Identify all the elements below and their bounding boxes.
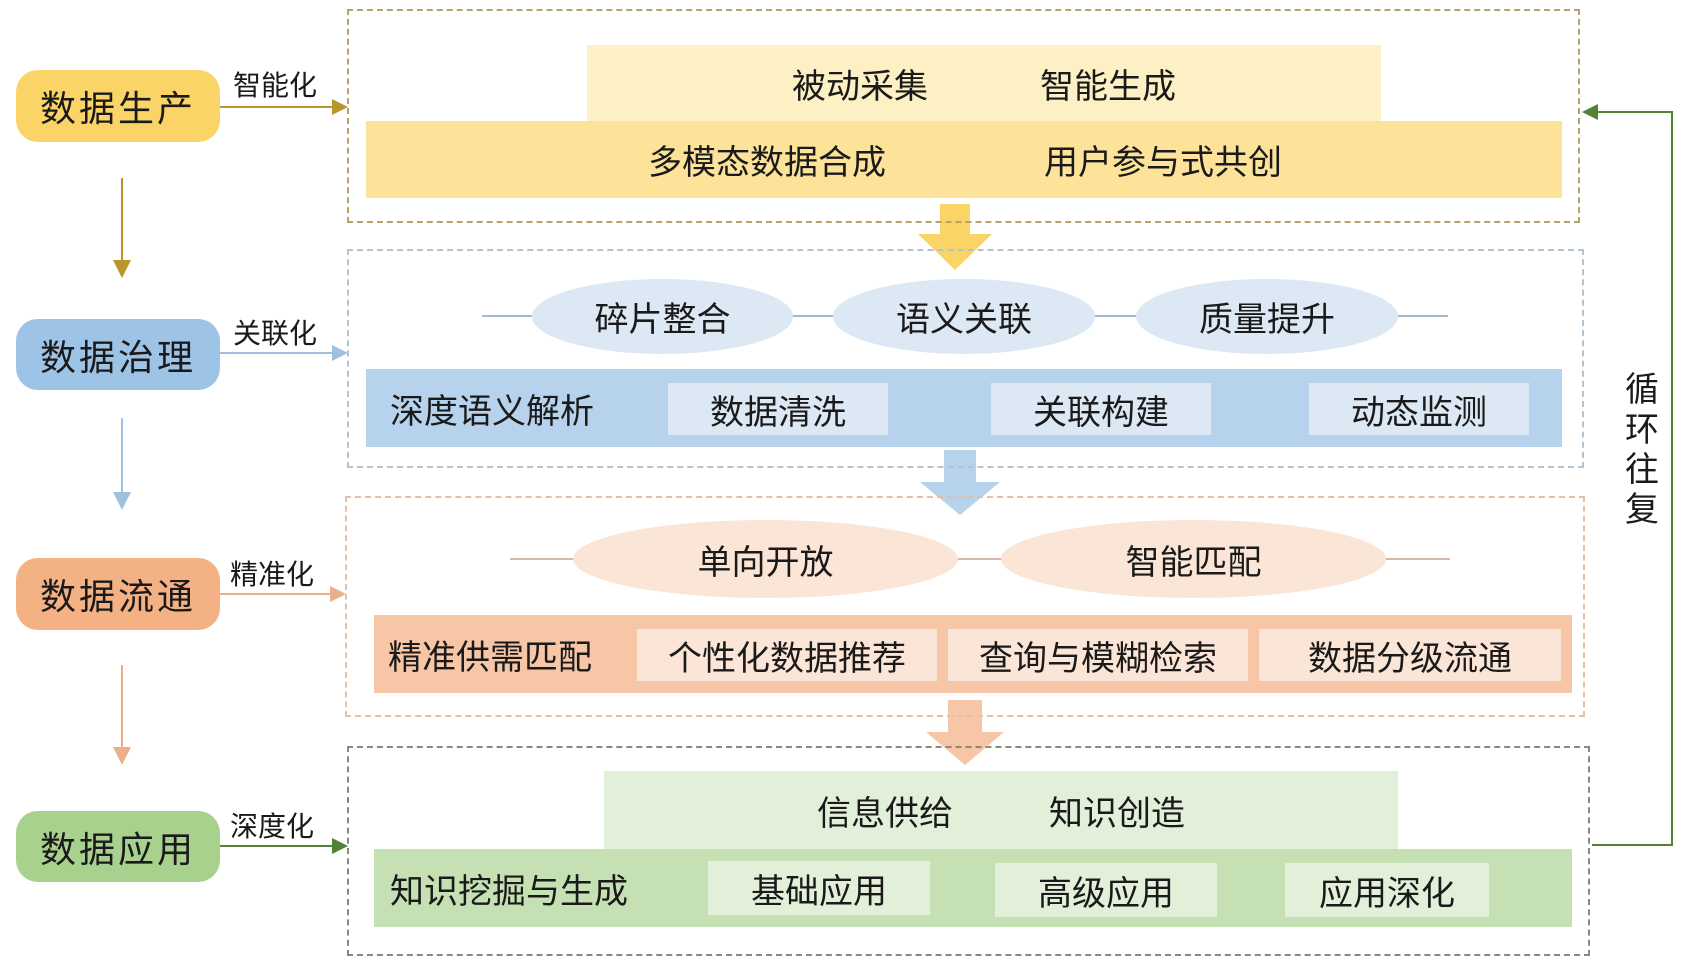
down-arrow-icon [113, 418, 131, 510]
circulation-to-application-arrow [926, 700, 1004, 765]
production-to-label: 智能生成 [1040, 66, 1176, 107]
ellipse-fragment-integration: 碎片整合 [532, 279, 793, 354]
band-title-semantic-parsing: 深度语义解析 [390, 391, 594, 432]
governance-panel [347, 249, 1584, 468]
production-edge-arrow [220, 99, 348, 115]
edge-label-deep: 深度化 [230, 810, 315, 843]
stage-data-circulation[interactable]: 数据流通 [16, 558, 220, 630]
down-arrow-icon [113, 665, 131, 765]
chip-graded-circulation[interactable]: 数据分级流通 [1259, 629, 1561, 681]
production-panel [347, 9, 1580, 223]
edge-label-precise: 精准化 [230, 558, 315, 591]
circulation-edge-arrow [220, 586, 346, 602]
loop-char: 往 [1625, 450, 1659, 490]
loop-label: 循 环 往 复 [1622, 370, 1662, 530]
stage-data-production[interactable]: 数据生产 [16, 70, 220, 142]
band-item-user-cocreation: 用户参与式共创 [1044, 143, 1282, 183]
application-to-label: 知识创造 [1049, 793, 1185, 834]
production-band: 多模态数据合成 用户参与式共创 [366, 121, 1562, 198]
production-transition-box: 被动采集 智能生成 [587, 45, 1381, 121]
band-item-multimodal-synthesis: 多模态数据合成 [648, 143, 886, 183]
chip-dynamic-monitoring[interactable]: 动态监测 [1309, 383, 1529, 435]
ellipse-quality-improvement: 质量提升 [1136, 279, 1398, 354]
edge-label-associative: 关联化 [233, 317, 318, 350]
application-band: 知识挖掘与生成 基础应用 高级应用 应用深化 [374, 849, 1572, 927]
application-panel [347, 746, 1590, 956]
loop-back-arrow [1582, 104, 1673, 846]
application-from-label: 信息供给 [817, 793, 953, 834]
production-to-governance-arrow [918, 204, 992, 270]
chip-data-cleaning[interactable]: 数据清洗 [668, 383, 888, 435]
stage-data-application[interactable]: 数据应用 [16, 811, 220, 882]
edge-label-intelligent: 智能化 [233, 69, 318, 102]
circulation-band: 精准供需匹配 个性化数据推荐 查询与模糊检索 数据分级流通 [374, 615, 1572, 693]
application-transition-box: 信息供给 知识创造 [604, 771, 1398, 849]
loop-char: 循 [1625, 370, 1659, 410]
loop-char: 复 [1625, 490, 1659, 530]
circulation-panel [345, 496, 1585, 717]
ellipse-semantic-association: 语义关联 [833, 279, 1095, 354]
chip-basic-application[interactable]: 基础应用 [708, 861, 930, 915]
stage-data-governance[interactable]: 数据治理 [16, 319, 220, 390]
chip-personalized-recommendation[interactable]: 个性化数据推荐 [637, 629, 937, 681]
band-title-knowledge-mining: 知识挖掘与生成 [390, 871, 628, 912]
production-from-label: 被动采集 [792, 66, 928, 107]
down-arrow-icon [113, 178, 131, 278]
ellipse-one-way-open: 单向开放 [573, 520, 958, 598]
governance-edge-arrow [220, 345, 348, 361]
chip-application-deepening[interactable]: 应用深化 [1285, 863, 1489, 917]
governance-band: 深度语义解析 数据清洗 关联构建 动态监测 [366, 369, 1562, 447]
application-edge-arrow [220, 838, 348, 854]
ellipse-smart-matching: 智能匹配 [1001, 520, 1386, 598]
chip-advanced-application[interactable]: 高级应用 [995, 863, 1217, 917]
loop-char: 环 [1625, 410, 1659, 450]
band-title-supply-demand-matching: 精准供需匹配 [388, 637, 592, 678]
chip-association-building[interactable]: 关联构建 [991, 383, 1211, 435]
chip-fuzzy-search[interactable]: 查询与模糊检索 [948, 629, 1248, 681]
